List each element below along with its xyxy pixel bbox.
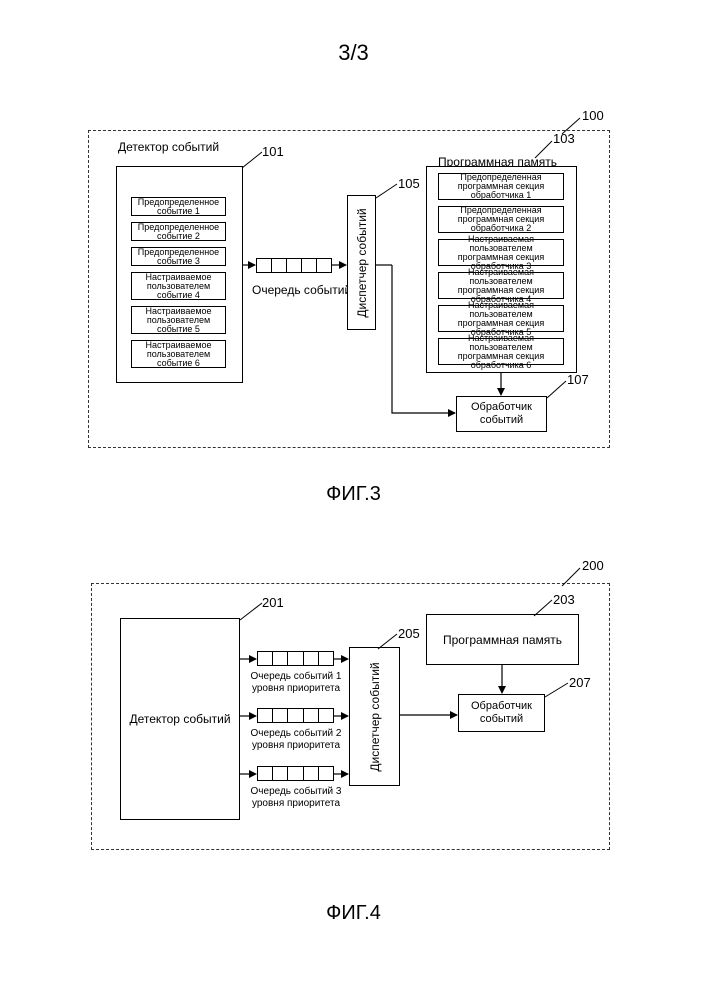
fig3-leader-101 <box>242 152 262 168</box>
fig3-leader-103 <box>535 141 552 158</box>
fig4-leader-200 <box>562 568 580 586</box>
fig3-leader-107 <box>547 381 566 398</box>
fig4-leader-207 <box>545 683 568 697</box>
fig4-leader-203 <box>534 600 552 616</box>
fig4-leader-201 <box>240 603 262 620</box>
fig3-arrow-dispatcher-to-handler <box>392 265 455 413</box>
fig4-leader-205 <box>378 634 397 649</box>
fig3-leader-105 <box>376 184 397 198</box>
fig3-leader-100 <box>562 118 580 134</box>
